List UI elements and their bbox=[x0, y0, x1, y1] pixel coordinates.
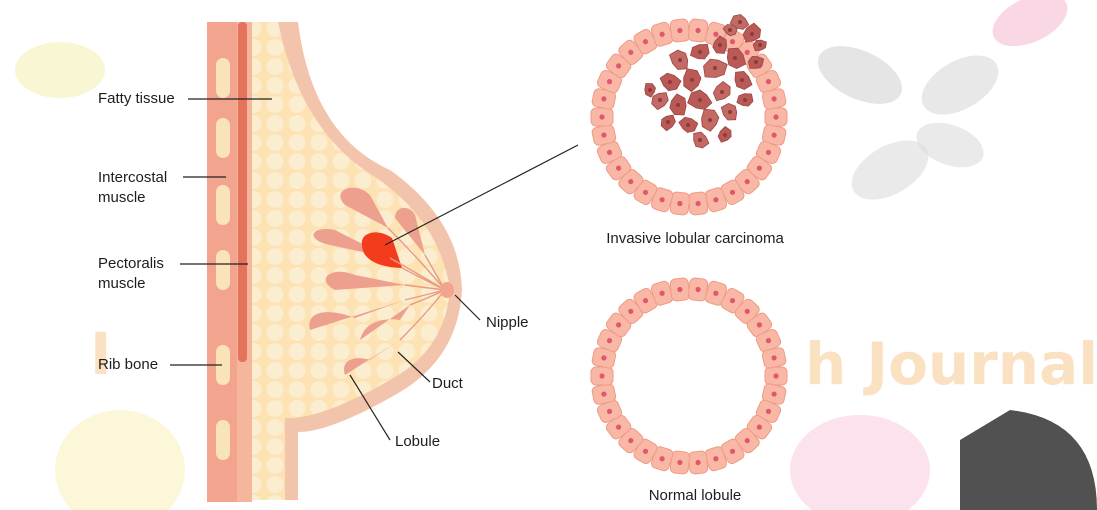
label-lobule: Lobule bbox=[395, 432, 440, 451]
cancer-cell-nucleus bbox=[743, 98, 747, 102]
cell-nucleus bbox=[745, 179, 750, 184]
label-intercostal: Intercostal bbox=[98, 168, 167, 187]
cell-nucleus bbox=[695, 28, 700, 33]
cell-nucleus bbox=[745, 50, 750, 55]
cell-nucleus bbox=[713, 197, 718, 202]
caption-invasive-lobular-carcinoma: Invasive lobular carcinoma bbox=[570, 230, 820, 247]
cell-nucleus bbox=[628, 438, 633, 443]
cell-nucleus bbox=[601, 96, 606, 101]
cancer-cell-nucleus bbox=[708, 118, 712, 122]
cell-nucleus bbox=[730, 298, 735, 303]
cancer-cell-nucleus bbox=[728, 110, 732, 114]
cell-nucleus bbox=[643, 39, 648, 44]
cancer-cell-nucleus bbox=[698, 138, 702, 142]
cancer-cell-nucleus bbox=[754, 60, 758, 64]
cancer-cell-nucleus bbox=[718, 43, 722, 47]
cell-nucleus bbox=[695, 460, 700, 465]
cancer-cell-nucleus bbox=[750, 32, 754, 36]
cancer-cell-nucleus bbox=[666, 120, 670, 124]
cell-nucleus bbox=[601, 132, 606, 137]
cancer-cell-nucleus bbox=[678, 58, 682, 62]
cancer-cell-nucleus bbox=[728, 28, 732, 32]
cell-nucleus bbox=[599, 373, 604, 378]
cell-nucleus bbox=[766, 79, 771, 84]
cell-nucleus bbox=[601, 391, 606, 396]
cancer-cell-nucleus bbox=[686, 123, 690, 127]
cell-nucleus bbox=[660, 32, 665, 37]
cell-nucleus bbox=[616, 322, 621, 327]
cell-nucleus bbox=[745, 438, 750, 443]
cell-nucleus bbox=[660, 291, 665, 296]
label-nipple: Nipple bbox=[486, 313, 529, 332]
cancer-cell-nucleus bbox=[733, 56, 737, 60]
cell-nucleus bbox=[643, 190, 648, 195]
cell-nucleus bbox=[757, 166, 762, 171]
cancer-cell-nucleus bbox=[713, 66, 717, 70]
cell-nucleus bbox=[713, 32, 718, 37]
cell-nucleus bbox=[607, 338, 612, 343]
cell-nucleus bbox=[695, 287, 700, 292]
cancer-cell-nucleus bbox=[698, 50, 702, 54]
cancer-cell-nucleus bbox=[698, 98, 702, 102]
cell-nucleus bbox=[695, 201, 700, 206]
cell-nucleus bbox=[766, 338, 771, 343]
cell-nucleus bbox=[773, 373, 778, 378]
normal-lobule-ring bbox=[591, 278, 787, 475]
cell-nucleus bbox=[713, 456, 718, 461]
cell-nucleus bbox=[766, 409, 771, 414]
cell-nucleus bbox=[771, 132, 776, 137]
cell-nucleus bbox=[628, 50, 633, 55]
cell-nucleus bbox=[643, 449, 648, 454]
cell-nucleus bbox=[677, 28, 682, 33]
cell-nucleus bbox=[730, 190, 735, 195]
cancer-cell-nucleus bbox=[738, 20, 742, 24]
caption-normal-lobule: Normal lobule bbox=[570, 487, 820, 504]
cell-nucleus bbox=[601, 355, 606, 360]
cell-nucleus bbox=[660, 197, 665, 202]
cancer-cell-nucleus bbox=[720, 90, 724, 94]
cell-nucleus bbox=[730, 39, 735, 44]
cancer-cell-nucleus bbox=[723, 133, 727, 137]
label-intercostal-muscle: muscle bbox=[98, 188, 146, 207]
cell-nucleus bbox=[616, 166, 621, 171]
label-pectoralis: Pectoralis bbox=[98, 254, 164, 273]
label-fatty-tissue: Fatty tissue bbox=[98, 89, 175, 108]
cancer-cell-nucleus bbox=[740, 78, 744, 82]
label-pectoralis-muscle: muscle bbox=[98, 274, 146, 293]
cancer-cell-nucleus bbox=[690, 78, 694, 82]
cell-nucleus bbox=[660, 456, 665, 461]
cancer-cell-nucleus bbox=[658, 98, 662, 102]
cell-nucleus bbox=[757, 425, 762, 430]
cancer-cell-nucleus bbox=[676, 103, 680, 107]
cancer-cell-nucleus bbox=[668, 80, 672, 84]
cell-nucleus bbox=[766, 150, 771, 155]
cell-nucleus bbox=[628, 179, 633, 184]
cell-nucleus bbox=[745, 309, 750, 314]
cell-nucleus bbox=[616, 63, 621, 68]
cell-nucleus bbox=[773, 114, 778, 119]
cell-nucleus bbox=[616, 425, 621, 430]
cell-nucleus bbox=[628, 309, 633, 314]
cancer-cell-nucleus bbox=[758, 43, 762, 47]
cell-nucleus bbox=[771, 391, 776, 396]
cell-nucleus bbox=[677, 201, 682, 206]
cell-nucleus bbox=[599, 114, 604, 119]
cell-nucleus bbox=[713, 291, 718, 296]
cancer-cell-nucleus bbox=[648, 88, 652, 92]
label-duct: Duct bbox=[432, 374, 463, 393]
cell-nucleus bbox=[643, 298, 648, 303]
cell-nucleus bbox=[771, 96, 776, 101]
cell-nucleus bbox=[771, 355, 776, 360]
cell-nucleus bbox=[607, 409, 612, 414]
cell-nucleus bbox=[607, 150, 612, 155]
cell-nucleus bbox=[730, 449, 735, 454]
cell-nucleus bbox=[757, 322, 762, 327]
cell-nucleus bbox=[677, 460, 682, 465]
cell-nucleus bbox=[677, 287, 682, 292]
label-rib-bone: Rib bone bbox=[98, 355, 158, 374]
cell-nucleus bbox=[607, 79, 612, 84]
